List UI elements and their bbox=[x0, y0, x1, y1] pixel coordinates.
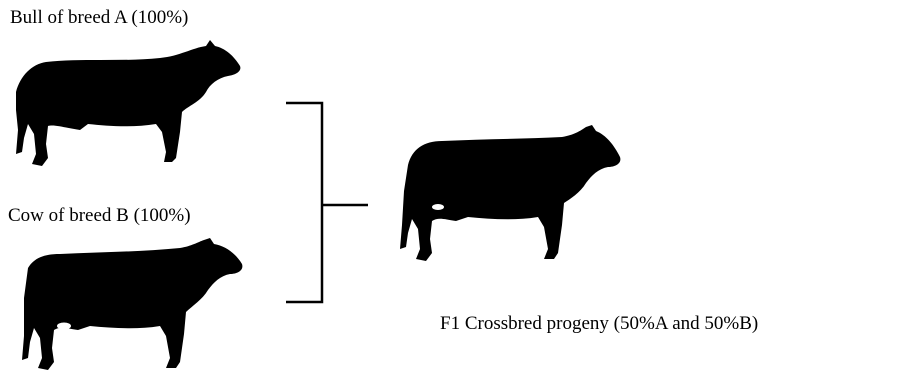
bull-silhouette bbox=[16, 40, 241, 166]
cow-silhouette bbox=[22, 238, 243, 370]
f1-progeny-label: F1 Crossbred progeny (50%A and 50%B) bbox=[440, 313, 759, 334]
calf-silhouette bbox=[400, 125, 621, 261]
bracket-line bbox=[286, 101, 324, 304]
bull-label: Bull of breed A (100%) bbox=[10, 7, 189, 28]
cow-label: Cow of breed B (100%) bbox=[8, 205, 191, 226]
